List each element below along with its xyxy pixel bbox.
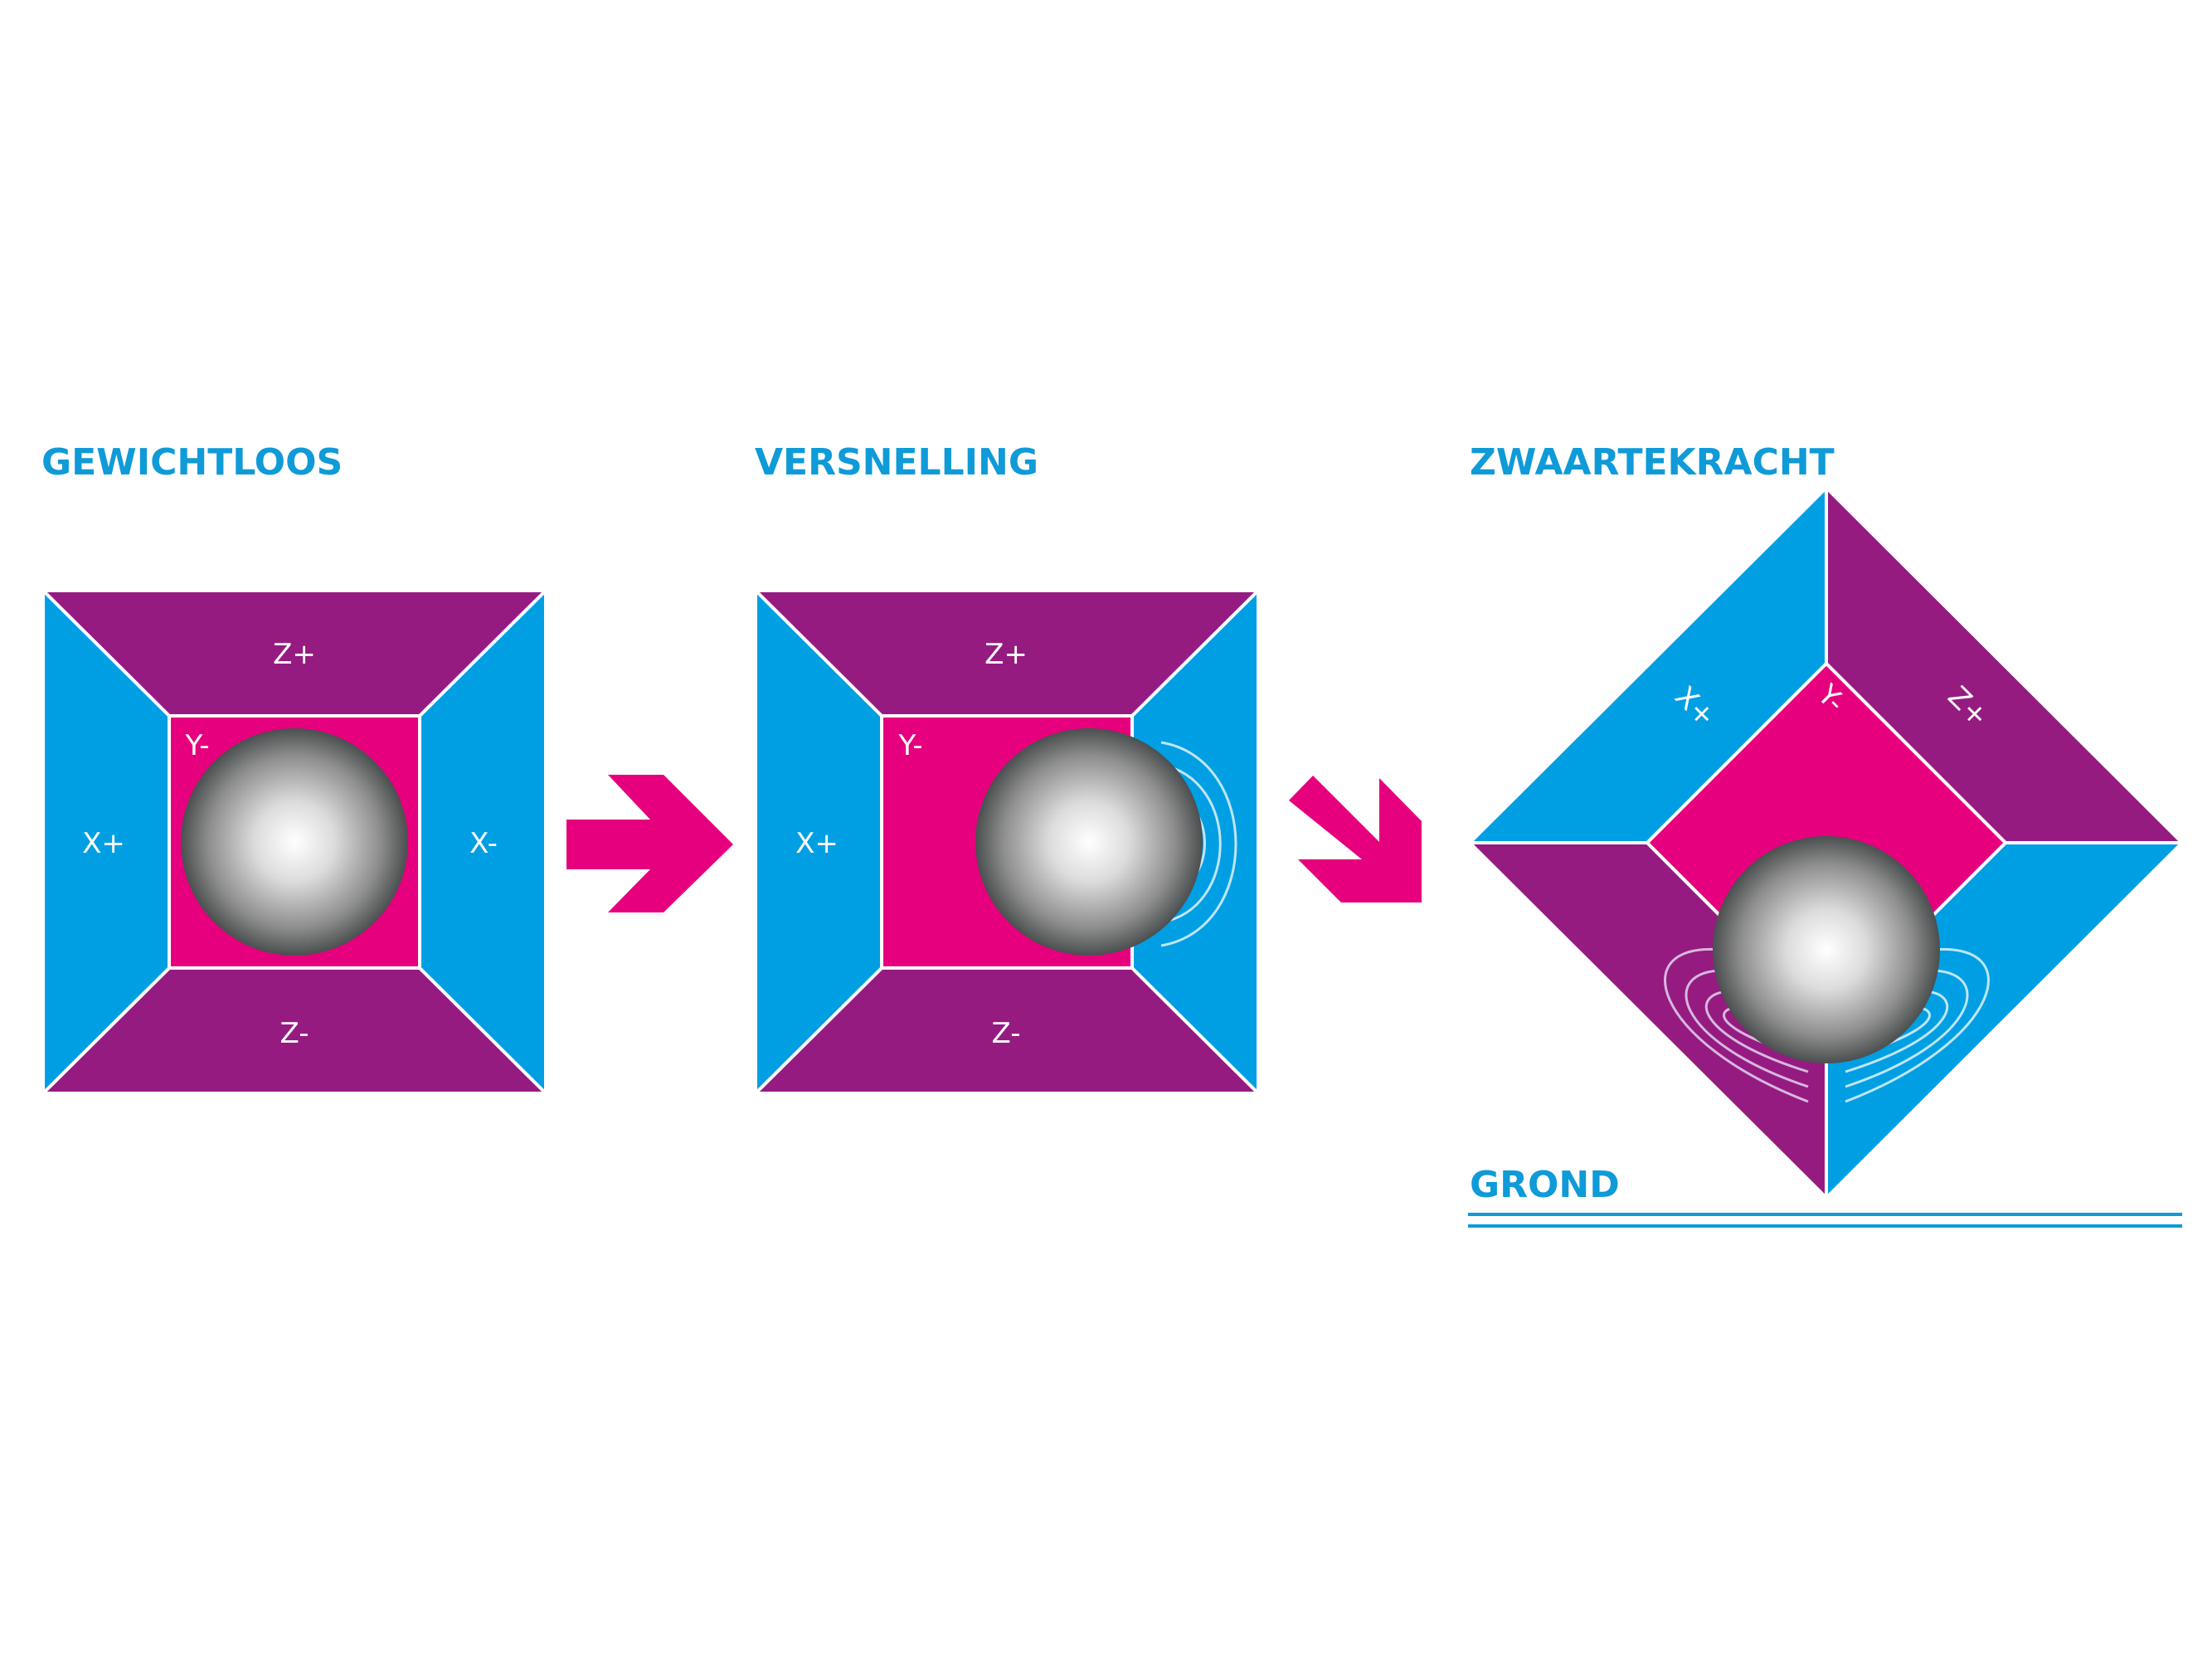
label-x-plus: X+ <box>795 827 839 860</box>
label-y-minus: Y- <box>897 729 922 762</box>
right-arrow-icon <box>566 775 733 912</box>
label-z-plus: Z+ <box>273 638 316 671</box>
label-z-plus: Z+ <box>984 638 1028 671</box>
label-x-plus: X+ <box>82 827 125 860</box>
down-right-arrow-icon <box>1289 776 1422 902</box>
label-z-minus: Z- <box>280 1017 309 1050</box>
label-x-minus: X- <box>469 827 498 860</box>
label-y-minus: Y- <box>184 729 209 762</box>
panel-title-gravity: ZWAARTEKRACHT <box>1470 441 1835 484</box>
panel-title-weightless: GEWICHTLOOS <box>41 441 343 484</box>
label-z-minus: Z- <box>992 1017 1021 1050</box>
ball <box>975 728 1203 956</box>
ball <box>181 728 408 956</box>
ground-label: GROND <box>1470 1164 1620 1206</box>
ball <box>1713 836 1940 1063</box>
panel-title-acceleration: VERSNELLING <box>755 441 1038 484</box>
